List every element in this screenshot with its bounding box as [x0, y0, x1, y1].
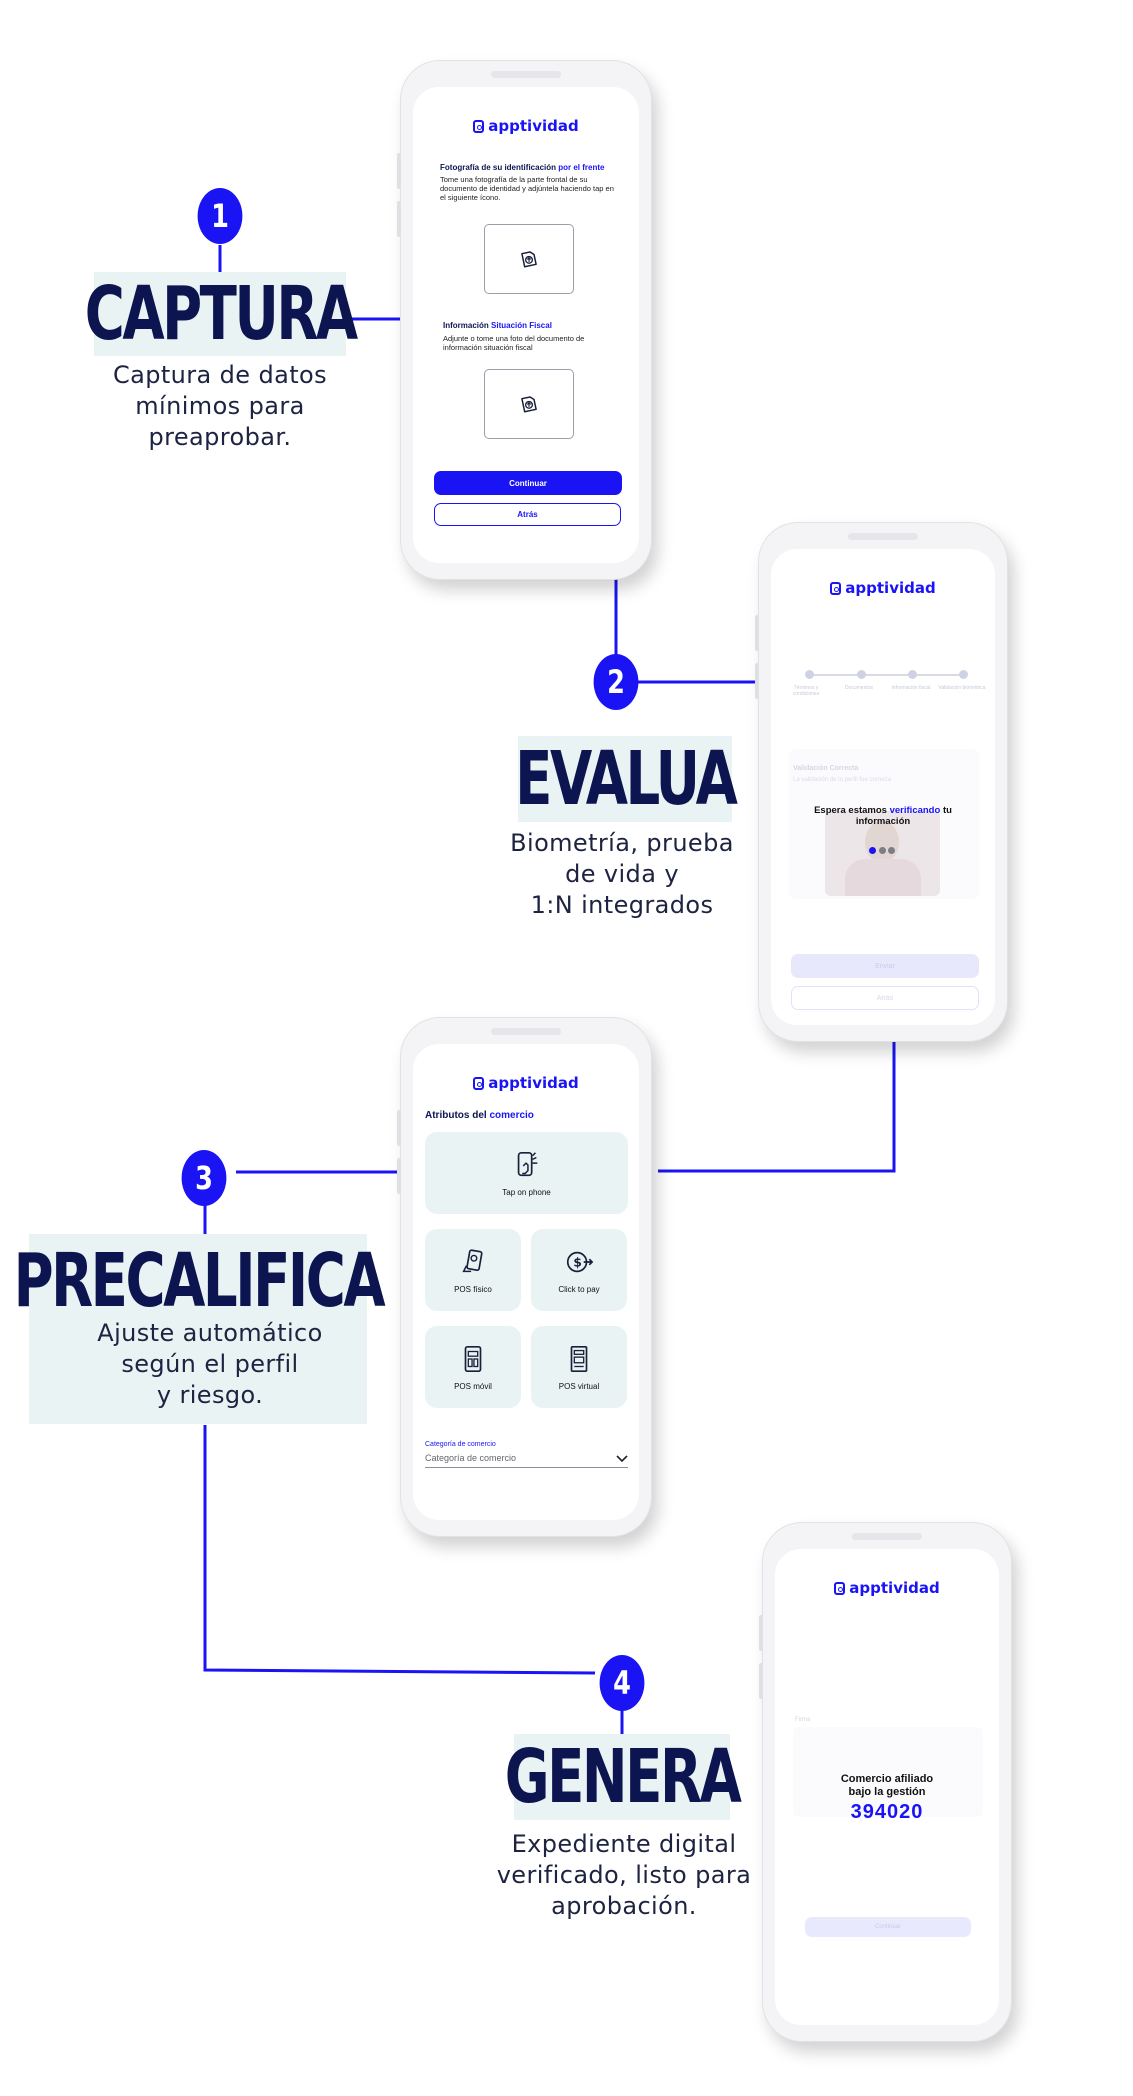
fiscal-info-instructions: Adjunte o tome una foto del documento de… [443, 334, 585, 352]
category-select[interactable]: Categoría de comercio [425, 1451, 628, 1468]
upload-icon [521, 396, 537, 413]
progress-dot [805, 670, 814, 679]
category-select-value: Categoría de comercio [425, 1453, 517, 1463]
phone-side-button [755, 615, 759, 651]
progress-dot [857, 670, 866, 679]
step-title-captura: CAPTURA [84, 271, 358, 357]
progress-label: Documentos [844, 685, 874, 691]
step-number-3: 3 [181, 1150, 227, 1206]
phone-captura: apptividad Fotografía de su identificaci… [397, 60, 652, 580]
affiliated-message: Comercio afiliado bajo la gestión [840, 1773, 934, 1798]
back-button[interactable]: Atrás [791, 986, 979, 1010]
brand-logo-icon [830, 581, 842, 595]
id-upload-button[interactable] [484, 224, 574, 294]
id-photo-title: Fotografía de su identificación por el f… [440, 163, 605, 172]
phone-genera: apptividad Firma Comercio afiliado bajo … [759, 1522, 1012, 2042]
step-number-4: 4 [599, 1655, 645, 1711]
section-title: Atributos del comercio [425, 1110, 534, 1121]
progress-dot [959, 670, 968, 679]
selfie-body [845, 859, 921, 896]
phone-evalua: apptividad Términos y condiciones Docume… [755, 522, 1008, 1042]
progress-label: Validación biométrica [938, 685, 986, 691]
phone-side-button [755, 663, 759, 699]
phone-screen: apptividad Fotografía de su identificaci… [413, 87, 639, 563]
loading-dot [869, 847, 876, 854]
fiscal-info-title: Información Situación Fiscal [443, 321, 552, 330]
phone-screen: apptividad Firma Comercio afiliado bajo … [775, 1549, 999, 2025]
phone-notch [852, 1533, 922, 1540]
step-number-2: 2 [593, 654, 639, 710]
phone-screen: apptividad Términos y condiciones Docume… [771, 549, 995, 1025]
management-number: 394020 [850, 1801, 924, 1823]
phone-side-button [397, 1158, 401, 1194]
brand-logo-icon [473, 119, 485, 133]
phone-screen: apptividad Atributos del comercio Tap on… [413, 1044, 639, 1520]
continue-button[interactable]: Continuar [434, 471, 622, 495]
tap-on-phone-tile[interactable]: Tap on phone [425, 1132, 628, 1214]
step-number-1: 1 [197, 188, 243, 244]
phone-side-button [397, 201, 401, 237]
continue-button[interactable]: Enviar [791, 954, 979, 978]
continue-button[interactable]: Continuar [805, 1917, 971, 1937]
click-to-pay-tile[interactable]: $ Click to pay [531, 1229, 627, 1311]
chevron-down-icon [616, 1455, 628, 1463]
step-title-evalua: EVALUA [514, 736, 738, 822]
step-title-precalifica: PRECALIFICA [13, 1234, 385, 1424]
pos-virtual-tile[interactable]: POS virtual [531, 1326, 627, 1408]
phone-notch [491, 1028, 561, 1035]
progress-dot [908, 670, 917, 679]
pos-terminal-icon [462, 1248, 483, 1272]
phone-side-button [759, 1663, 763, 1699]
phone-side-button [397, 1110, 401, 1146]
pos-mobile-icon [464, 1345, 482, 1372]
brand-logo-icon [834, 1581, 846, 1595]
progress-label: Términos y condiciones [792, 685, 820, 697]
click-to-pay-icon: $ [566, 1251, 594, 1272]
validation-title: Validación Correcta [793, 765, 859, 772]
pos-movil-tile[interactable]: POS móvil [425, 1326, 521, 1408]
phone-side-button [397, 153, 401, 189]
phone-side-button [759, 1615, 763, 1651]
loading-dot [879, 847, 886, 854]
upload-icon [521, 251, 537, 268]
id-photo-instructions: Tome una fotografía de la parte frontal … [440, 175, 614, 202]
phone-notch [491, 71, 561, 78]
tap-on-phone-icon [517, 1151, 537, 1176]
verifying-message: Espera estamos verificando tu informació… [814, 805, 952, 827]
back-button[interactable]: Atrás [434, 503, 621, 526]
phone-precalifica: apptividad Atributos del comercio Tap on… [397, 1017, 652, 1537]
fiscal-upload-button[interactable] [484, 369, 574, 439]
brand-logo: apptividad [413, 117, 639, 135]
brand-logo-icon [473, 1076, 485, 1090]
pos-fisico-tile[interactable]: POS físico [425, 1229, 521, 1311]
loading-dot [888, 847, 895, 854]
category-field-label: Categoría de comercio [425, 1441, 496, 1448]
pos-virtual-icon [570, 1345, 588, 1372]
brand-logo: apptividad [775, 1579, 999, 1597]
progress-label: Información fiscal [891, 685, 931, 691]
phone-notch [848, 533, 918, 540]
svg-text:$: $ [573, 1255, 581, 1269]
progress-track [809, 674, 959, 676]
signature-area [793, 1727, 983, 1817]
step-title-genera: GENERA [504, 1734, 742, 1820]
brand-logo: apptividad [771, 579, 995, 597]
signature-label: Firma [795, 1717, 811, 1723]
validation-subtitle: La validación de tu perfil fue correcta [793, 777, 892, 783]
selfie-face [865, 821, 899, 863]
brand-logo: apptividad [413, 1074, 639, 1092]
